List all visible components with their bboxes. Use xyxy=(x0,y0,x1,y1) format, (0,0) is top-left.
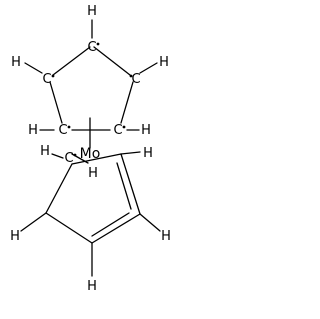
atom-label: C xyxy=(64,151,73,166)
radical-dot xyxy=(122,125,126,129)
radical-dots xyxy=(51,42,133,157)
molecule-diagram: H C H C H C H C C H H H C H H H H Mo xyxy=(10,4,171,294)
atom-label: H xyxy=(143,146,153,161)
bond xyxy=(139,62,158,74)
radical-dot xyxy=(129,74,133,78)
atom-label: H xyxy=(159,55,169,70)
atom-label: H xyxy=(10,229,20,244)
upper-ch-bonds xyxy=(24,19,158,131)
atom-labels: H C H C H C H C C H H H C H H H H xyxy=(10,4,171,294)
atom-label: H xyxy=(88,166,98,181)
atom-label: C xyxy=(58,123,67,138)
bond xyxy=(116,162,132,210)
bond xyxy=(45,212,93,244)
bond xyxy=(91,212,130,237)
radical-dot xyxy=(67,125,71,129)
bond xyxy=(71,153,122,165)
bond xyxy=(49,81,63,124)
atom-label: H xyxy=(141,123,151,138)
bond xyxy=(24,62,43,74)
atom-label: C xyxy=(131,72,140,87)
atom-label: H xyxy=(87,279,97,294)
bond xyxy=(51,153,64,159)
upper-ring-bonds xyxy=(49,46,134,131)
atom-label: H xyxy=(87,4,97,19)
atom-label: H xyxy=(28,123,38,138)
bond xyxy=(93,46,131,76)
bond xyxy=(52,46,91,76)
bond xyxy=(45,163,73,214)
bond xyxy=(120,153,141,215)
atom-label: H xyxy=(40,144,50,159)
bond xyxy=(91,213,141,244)
metal-center-label: Mo xyxy=(80,146,101,162)
atom-label: C xyxy=(113,123,122,138)
atom-label: C xyxy=(87,40,96,55)
bond xyxy=(20,212,47,232)
radical-dot xyxy=(96,42,100,46)
radical-dot xyxy=(73,153,77,157)
lower-ring-bonds xyxy=(45,153,141,244)
atom-label: H xyxy=(161,229,171,244)
lower-ch-bonds xyxy=(20,151,161,277)
radical-dot xyxy=(51,74,55,78)
bond xyxy=(120,151,141,155)
bond xyxy=(120,81,134,124)
atom-label: H xyxy=(11,55,21,70)
bond xyxy=(139,213,161,232)
atom-label: C xyxy=(42,72,51,87)
